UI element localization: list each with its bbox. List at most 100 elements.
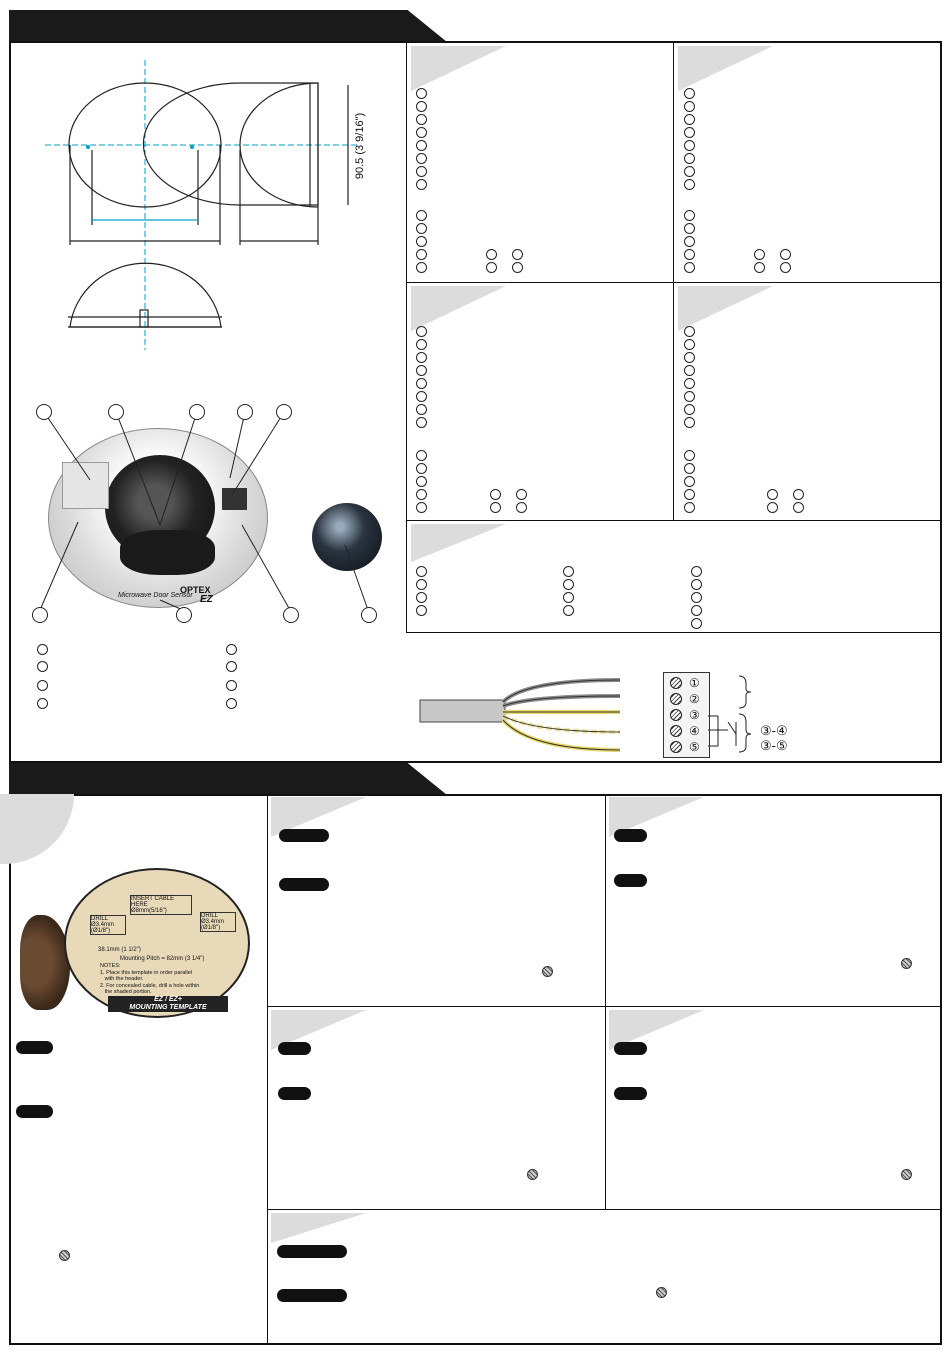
panel-bubble bbox=[684, 140, 695, 151]
panel-bubble bbox=[416, 140, 427, 151]
callout-6 bbox=[32, 607, 48, 623]
panel-bubble bbox=[516, 502, 527, 513]
terminal-screw-icon bbox=[670, 709, 682, 721]
step-pill bbox=[16, 1041, 53, 1054]
legend-bubble bbox=[226, 698, 237, 709]
brand-label: OPTEX bbox=[180, 585, 211, 595]
grid-divider bbox=[406, 42, 407, 632]
panel-bubble bbox=[416, 489, 427, 500]
terminal-screw-icon bbox=[670, 725, 682, 737]
panel-bubble bbox=[512, 249, 523, 260]
panel-bubble bbox=[416, 166, 427, 177]
panel-bubble bbox=[793, 502, 804, 513]
panel-bubble bbox=[563, 605, 574, 616]
panel-bubble bbox=[416, 101, 427, 112]
mounting-template-photo bbox=[64, 868, 250, 1018]
panel-bubble bbox=[416, 605, 427, 616]
callout-1 bbox=[36, 404, 52, 420]
panel-bubble bbox=[684, 476, 695, 487]
panel-bubble bbox=[563, 592, 574, 603]
panel-bubble bbox=[684, 127, 695, 138]
hatched-symbol bbox=[901, 958, 912, 969]
panel-bubble bbox=[416, 262, 427, 273]
panel-bubble bbox=[780, 249, 791, 260]
panel-bubble bbox=[416, 365, 427, 376]
panel-bubble bbox=[684, 339, 695, 350]
panel-bubble bbox=[684, 502, 695, 513]
panel-bubble bbox=[512, 262, 523, 273]
step-pill bbox=[614, 1042, 647, 1055]
grid-divider bbox=[406, 282, 941, 283]
panel-bubble bbox=[684, 450, 695, 461]
panel-bubble bbox=[416, 417, 427, 428]
template-dim-pitch: Mounting Pitch = 82mm (3 1/4") bbox=[120, 956, 205, 962]
legend-bubble bbox=[226, 644, 237, 655]
callout-2 bbox=[108, 404, 124, 420]
hatched-symbol bbox=[527, 1169, 538, 1180]
step-pill bbox=[277, 1289, 347, 1302]
section-header-tab-top bbox=[9, 10, 447, 42]
step-pill bbox=[279, 829, 329, 842]
model-label: EZ bbox=[200, 594, 213, 605]
grid-divider bbox=[267, 1209, 941, 1210]
grid-divider bbox=[267, 1006, 941, 1007]
knob-photo bbox=[312, 503, 382, 571]
callout-lines bbox=[39, 411, 369, 611]
grid-divider bbox=[605, 795, 606, 1209]
panel-bubble bbox=[416, 223, 427, 234]
panel-bubble bbox=[416, 127, 427, 138]
panel-bubble bbox=[416, 88, 427, 99]
caption-label: Microwave Door Sensor bbox=[118, 592, 193, 599]
panel-bubble bbox=[416, 326, 427, 337]
callout-7 bbox=[176, 607, 192, 623]
panel-bubble bbox=[486, 262, 497, 273]
panel-bubble bbox=[684, 489, 695, 500]
template-drill-right: DRILL Ø3.4mm (Ø1/8") bbox=[200, 912, 236, 932]
panel-bubble bbox=[780, 262, 791, 273]
panel-bubble bbox=[684, 378, 695, 389]
panel-bubble bbox=[416, 352, 427, 363]
panel-bubble bbox=[490, 489, 501, 500]
panel-bubble bbox=[490, 502, 501, 513]
callout-3 bbox=[189, 404, 205, 420]
panel-bubble bbox=[684, 114, 695, 125]
panel-bubble bbox=[416, 579, 427, 590]
step-pill bbox=[614, 1087, 647, 1100]
panel-bubble bbox=[767, 502, 778, 513]
grid-divider bbox=[406, 520, 941, 521]
legend-bubble bbox=[226, 680, 237, 691]
panel-bubble bbox=[767, 489, 778, 500]
panel-bubble bbox=[684, 417, 695, 428]
section-header-tab-bottom bbox=[9, 763, 447, 795]
template-notes: NOTES: 1. Place this template in order p… bbox=[100, 963, 200, 995]
panel-bubble bbox=[684, 236, 695, 247]
panel-bubble bbox=[563, 579, 574, 590]
grid-divider bbox=[406, 632, 941, 633]
terminal-number: ② bbox=[689, 692, 700, 706]
terminal-number: ⑤ bbox=[689, 740, 700, 754]
panel-bubble bbox=[416, 210, 427, 221]
panel-bubble bbox=[684, 210, 695, 221]
panel-bubble bbox=[486, 249, 497, 260]
terminal-number: ④ bbox=[689, 724, 700, 738]
panel-bubble bbox=[684, 391, 695, 402]
panel-bubble bbox=[416, 378, 427, 389]
dip-switch-photo bbox=[222, 488, 247, 510]
grid-divider bbox=[673, 42, 674, 520]
sensor-cylinder bbox=[120, 530, 215, 575]
panel-bubble bbox=[684, 88, 695, 99]
bottom-section-frame bbox=[9, 794, 942, 1345]
template-hinge-label: INSERT CABLE HERE Ø8mm(5/16") bbox=[130, 895, 192, 915]
panel-bubble bbox=[684, 326, 695, 337]
panel-bubble bbox=[416, 339, 427, 350]
panel-bubble bbox=[416, 404, 427, 415]
hatched-symbol bbox=[59, 1250, 70, 1261]
panel-bubble bbox=[684, 166, 695, 177]
contact-pair-b: ③-⑤ bbox=[760, 738, 788, 753]
panel-bubble bbox=[684, 249, 695, 260]
terminal-screw-icon bbox=[670, 741, 682, 753]
terminal-screw-icon bbox=[670, 677, 682, 689]
top-section-frame bbox=[9, 41, 942, 763]
step-pill bbox=[277, 1245, 347, 1258]
panel-bubble bbox=[691, 605, 702, 616]
